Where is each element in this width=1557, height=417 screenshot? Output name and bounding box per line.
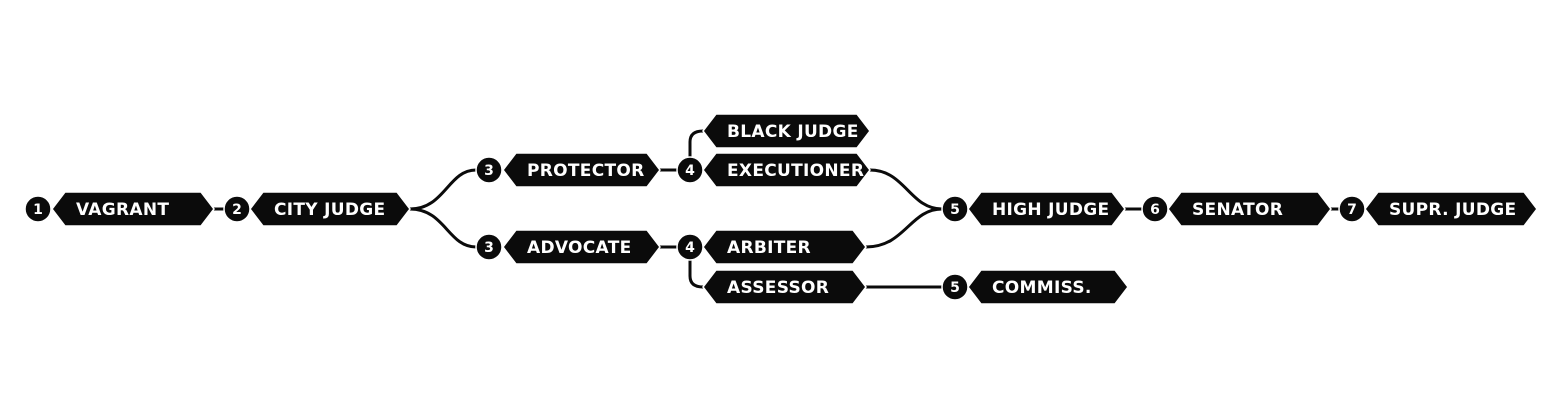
- node-advocate[interactable]: ADVOCATE 3: [475, 229, 661, 265]
- node-commiss-level-number: 5: [950, 280, 960, 296]
- node-high-judge-label: HIGH JUDGE: [992, 200, 1109, 220]
- node-advocate-label: ADVOCATE: [527, 238, 632, 258]
- node-vagrant-label: VAGRANT: [76, 200, 169, 220]
- connector-arbiter-assessor: [688, 258, 705, 289]
- node-city-judge[interactable]: CITY JUDGE 2: [223, 191, 411, 227]
- node-advocate-level-badge: [475, 233, 503, 261]
- node-executioner-level-badge: [676, 156, 704, 184]
- node-senator-level-number: 6: [1150, 202, 1160, 218]
- node-vagrant-tag: [51, 191, 215, 227]
- node-executioner-label: EXECUTIONER: [727, 161, 864, 181]
- node-protector-label: PROTECTOR: [527, 161, 645, 181]
- node-supr-judge-label: SUPR. JUDGE: [1389, 200, 1516, 220]
- node-advocate-level-number: 3: [484, 240, 494, 256]
- connector-city-judge-advocate: [408, 207, 478, 249]
- node-city-judge-level-badge: [223, 195, 251, 223]
- node-arbiter-level-number: 4: [685, 240, 695, 256]
- node-executioner[interactable]: EXECUTIONER 4: [676, 152, 871, 188]
- node-arbiter[interactable]: ARBITER 4: [676, 229, 867, 265]
- node-assessor-tag: [702, 269, 867, 305]
- node-supr-judge-level-number: 7: [1347, 202, 1357, 218]
- node-high-judge[interactable]: HIGH JUDGE 5: [941, 191, 1126, 227]
- node-city-judge-label: CITY JUDGE: [274, 200, 385, 220]
- node-executioner-level-number: 4: [685, 163, 695, 179]
- node-city-judge-level-number: 2: [232, 202, 242, 218]
- node-supr-judge[interactable]: SUPR. JUDGE 7: [1338, 191, 1538, 227]
- node-vagrant-level-badge: [24, 195, 52, 223]
- node-advocate-tag: [502, 229, 661, 265]
- node-vagrant-level-number: 1: [33, 202, 43, 218]
- node-senator[interactable]: SENATOR 6: [1141, 191, 1332, 227]
- node-black-judge-tag: [702, 113, 871, 149]
- connector-city-judge-protector: [408, 168, 478, 211]
- node-commiss[interactable]: COMMISS. 5: [941, 269, 1129, 305]
- node-arbiter-label: ARBITER: [727, 238, 811, 258]
- connector-executioner-high-judge: [868, 168, 944, 211]
- node-senator-label: SENATOR: [1192, 200, 1283, 220]
- node-protector-level-badge: [475, 156, 503, 184]
- node-black-judge-label: BLACK JUDGE: [727, 122, 859, 142]
- node-protector-tag: [502, 152, 661, 188]
- node-high-judge-level-number: 5: [950, 202, 960, 218]
- node-assessor[interactable]: ASSESSOR: [702, 269, 867, 305]
- node-commiss-label: COMMISS.: [992, 278, 1092, 298]
- node-senator-level-badge: [1141, 195, 1169, 223]
- node-assessor-label: ASSESSOR: [727, 278, 829, 298]
- connector-arbiter-high-judge: [864, 207, 944, 249]
- node-high-judge-level-badge: [941, 195, 969, 223]
- connector-executioner-black-judge: [688, 129, 705, 159]
- node-black-judge[interactable]: BLACK JUDGE: [702, 113, 871, 149]
- node-supr-judge-level-badge: [1338, 195, 1366, 223]
- node-vagrant[interactable]: VAGRANT 1: [24, 191, 215, 227]
- node-protector-level-number: 3: [484, 163, 494, 179]
- node-arbiter-level-badge: [676, 233, 704, 261]
- connector-lines: [212, 129, 1341, 289]
- node-commiss-level-badge: [941, 273, 969, 301]
- node-protector[interactable]: PROTECTOR 3: [475, 152, 661, 188]
